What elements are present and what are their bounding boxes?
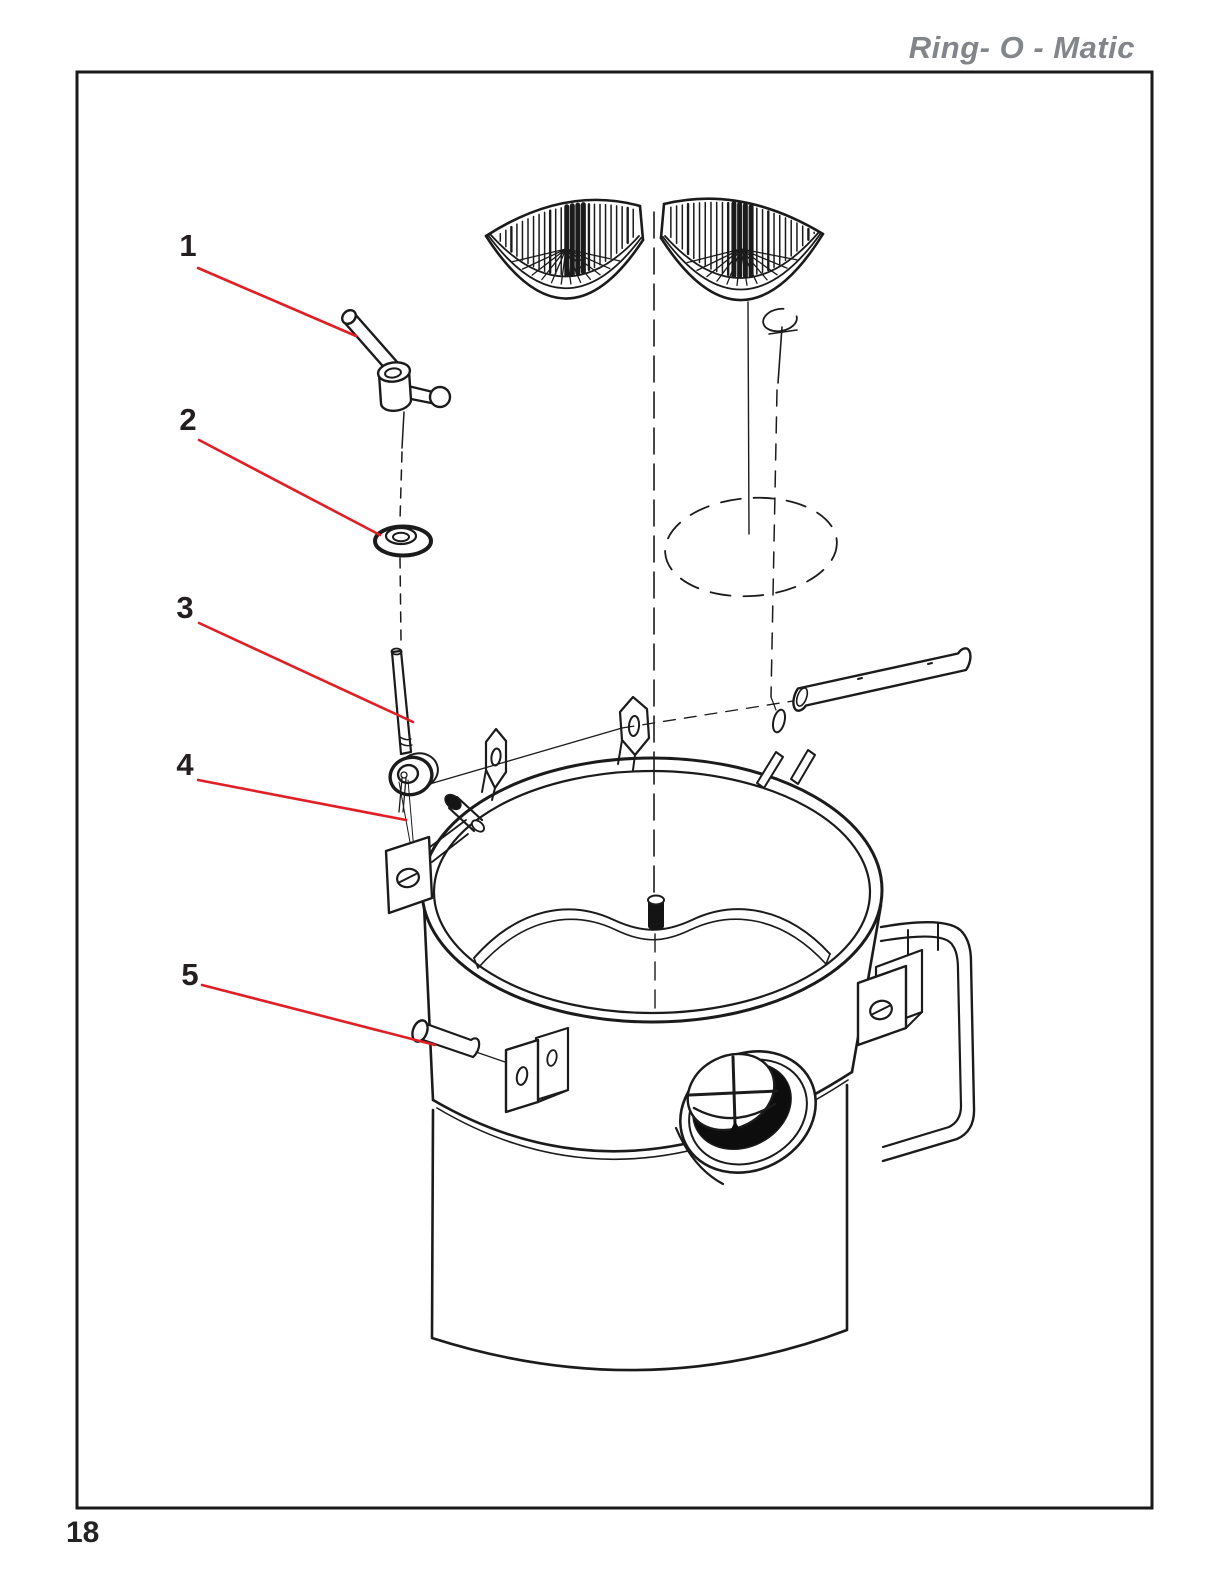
callout-3: 3 bbox=[176, 590, 193, 625]
latch-catch bbox=[444, 793, 485, 833]
tank-rim bbox=[420, 756, 884, 1024]
part-3-eye-bolt bbox=[388, 647, 439, 797]
center-stud bbox=[647, 894, 665, 931]
small-washer bbox=[771, 708, 787, 734]
callout-leaders bbox=[196, 266, 437, 1047]
filter-rod-line bbox=[747, 301, 750, 535]
filter-half-right bbox=[659, 197, 825, 302]
part-2-washer bbox=[373, 524, 433, 558]
filter-half-left bbox=[484, 198, 645, 300]
callout-1: 1 bbox=[179, 228, 196, 263]
part-4-cotter-pin bbox=[398, 771, 415, 854]
part-1-t-handle bbox=[341, 309, 452, 413]
leader-line-5 bbox=[200, 983, 437, 1047]
leader-line-1 bbox=[196, 266, 358, 338]
leader-line-4 bbox=[196, 778, 408, 822]
callout-4: 4 bbox=[176, 747, 194, 782]
alignment-dash-right bbox=[770, 389, 778, 698]
right-u-bracket bbox=[856, 948, 924, 1047]
gasket-outline bbox=[664, 496, 838, 598]
latch-rod bbox=[792, 647, 972, 712]
alignment-line bbox=[408, 727, 623, 791]
left-bracket-plate bbox=[384, 819, 469, 915]
front-u-bracket bbox=[504, 1026, 570, 1114]
leader-line-3 bbox=[197, 621, 415, 724]
rim-fins-right bbox=[756, 749, 816, 789]
hook-screw bbox=[762, 307, 798, 384]
exploded-diagram: 1 2 3 4 5 bbox=[176, 197, 976, 1372]
callout-5: 5 bbox=[181, 957, 198, 992]
callout-2: 2 bbox=[179, 402, 196, 437]
tank-handle bbox=[879, 921, 976, 1163]
page-number: 18 bbox=[66, 1516, 99, 1549]
rim-lug-center bbox=[617, 695, 651, 771]
brand-title: Ring- O - Matic bbox=[909, 30, 1135, 65]
tank-port bbox=[674, 1050, 818, 1186]
callout-labels: 1 2 3 4 5 bbox=[176, 228, 198, 992]
leader-line-2 bbox=[197, 438, 382, 537]
